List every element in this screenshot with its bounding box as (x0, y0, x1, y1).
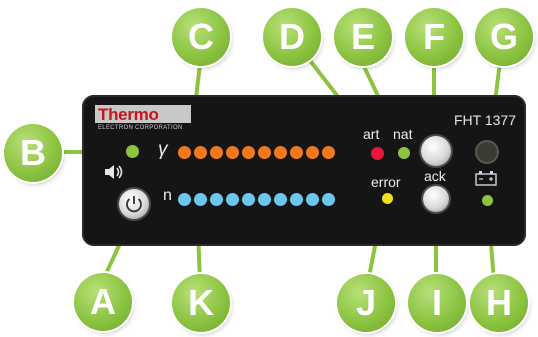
gamma-led (306, 146, 319, 159)
callout-i: I (408, 274, 466, 332)
gamma-led (274, 146, 287, 159)
power-button[interactable] (119, 189, 149, 219)
n-led (178, 193, 191, 206)
callout-d: D (263, 8, 321, 66)
callout-f: F (405, 8, 463, 66)
n-label: n (163, 187, 172, 204)
speaker-icon (105, 165, 123, 179)
g-indicator-led (477, 142, 497, 162)
gamma-led (178, 146, 191, 159)
gamma-led (242, 146, 255, 159)
gamma-label: γ (158, 139, 168, 160)
gamma-led (322, 146, 335, 159)
callout-k: K (172, 274, 230, 332)
ack-bottom-button[interactable] (423, 186, 449, 212)
error-led (382, 193, 393, 204)
art-led (371, 147, 384, 160)
art-label: art (363, 126, 380, 142)
gamma-led (290, 146, 303, 159)
gamma-led (210, 146, 223, 159)
n-led (194, 193, 207, 206)
brand-name: Thermo (95, 105, 191, 123)
n-led (290, 193, 303, 206)
model-label: FHT 1377 (454, 112, 516, 128)
callout-b: B (4, 124, 62, 182)
gamma-led (194, 146, 207, 159)
n-led (210, 193, 223, 206)
callout-h: H (470, 274, 528, 332)
gamma-led (258, 146, 271, 159)
battery-led (482, 195, 493, 206)
ack-label: ack (424, 168, 446, 184)
callout-e: E (334, 8, 392, 66)
callout-g: G (475, 8, 533, 66)
callout-j: J (337, 274, 395, 332)
error-label: error (371, 174, 401, 190)
power-icon (126, 196, 142, 213)
callout-c: C (172, 8, 230, 66)
brand-subtitle: ELECTRON CORPORATION (98, 125, 183, 131)
n-led (322, 193, 335, 206)
speaker-led (126, 145, 139, 158)
nat-label: nat (393, 126, 413, 142)
n-led (258, 193, 271, 206)
n-led (274, 193, 287, 206)
nat-led (398, 147, 410, 159)
n-led (242, 193, 255, 206)
n-led (306, 193, 319, 206)
callout-a: A (74, 273, 132, 331)
n-led (226, 193, 239, 206)
battery-icon (475, 171, 497, 186)
ack-top-button[interactable] (421, 136, 451, 166)
brand-logo: Thermo ELECTRON CORPORATION (95, 105, 191, 131)
gamma-led (226, 146, 239, 159)
